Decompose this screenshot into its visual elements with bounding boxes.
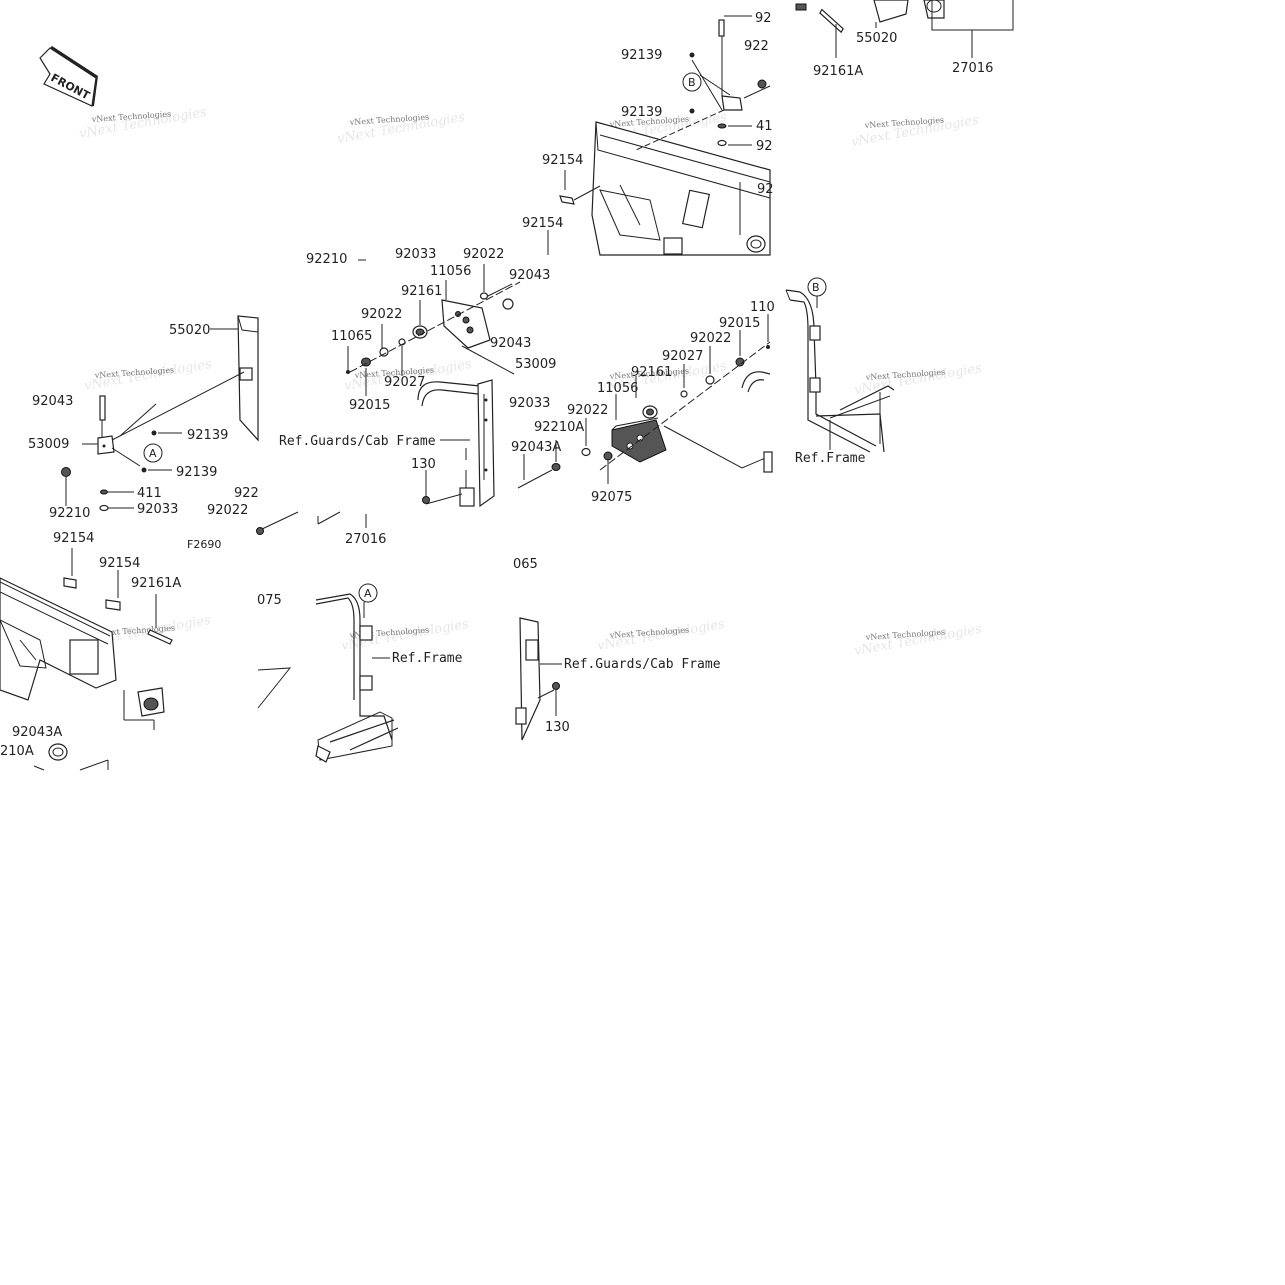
part-label: 92043 [509,268,550,283]
part-label: 075 [257,593,282,608]
part-label: 55020 [169,323,210,338]
part-label: 27016 [345,532,386,547]
ref-guards-cab-frame: Ref.Guards/Cab Frame [564,657,721,672]
part-label: 11065 [331,329,372,344]
ref-guards-cab-frame: Ref.Guards/Cab Frame [279,434,436,449]
part-label: 922 [234,486,259,501]
part-label: 065 [513,557,538,572]
tailgate-assembly-top: B [547,0,1014,256]
part-label: 92033 [509,396,550,411]
marker-b: B [688,76,696,89]
part-labels: 92139 92139 92 922 41 92 92 92161A 55020… [0,11,993,759]
figure-code: F2690 [187,538,221,551]
part-label: 53009 [28,437,69,452]
part-label: 92015 [349,398,390,413]
part-label: 92210A [534,420,584,435]
part-label: 92139 [176,465,217,480]
frame-b: B [785,277,895,453]
part-label: 11056 [597,381,638,396]
part-label: 92161A [813,64,863,79]
part-label: 92022 [690,331,731,346]
part-label: 92022 [567,403,608,418]
part-label: 92154 [542,153,583,168]
part-label: 92043A [12,725,62,740]
part-label: 92161 [631,365,672,380]
reference-labels: Ref.Guards/Cab Frame Ref.Guards/Cab Fram… [279,434,866,672]
part-label: 210A [0,744,34,759]
part-label: 92022 [361,307,402,322]
part-label: 92154 [53,531,94,546]
part-label: 92043 [32,394,73,409]
part-label: 92015 [719,316,760,331]
part-label: 130 [411,457,436,472]
part-label: 92139 [187,428,228,443]
part-label: 92022 [463,247,504,262]
part-label: 92 [755,11,772,26]
part-label: 92043 [490,336,531,351]
part-label: 92210 [49,506,90,521]
part-label: 92033 [395,247,436,262]
part-label: 41 [756,119,773,134]
part-label: 92022 [207,503,248,518]
part-label: 92161 [401,284,442,299]
part-label: 92154 [99,556,140,571]
front-arrow-icon: FRONT [39,46,98,107]
hinge-assembly-right [599,314,773,484]
part-label: 92027 [384,375,425,390]
frame-a: A [257,583,399,763]
part-label: 92 [757,182,774,197]
part-label: 92161A [131,576,181,591]
part-label: 92043A [511,440,561,455]
tailgate-assembly-bottom [0,548,173,771]
part-label: 55020 [856,31,897,46]
part-label: 92154 [522,216,563,231]
part-label: 92033 [137,502,178,517]
part-label: 92075 [591,490,632,505]
part-label: 411 [137,486,162,501]
hinge-assembly-left: A [61,315,367,535]
part-label: 92027 [662,349,703,364]
part-label: 130 [545,720,570,735]
part-label: 53009 [515,357,556,372]
part-label: 922 [744,39,769,54]
watermarks: vNext Technologies vNext Technologies vN… [78,105,983,659]
ref-frame: Ref.Frame [795,451,866,466]
part-label: 110 [750,300,775,315]
marker-a: A [364,587,372,600]
guard-bar-lower [515,617,562,741]
part-label: 11056 [430,264,471,279]
part-label: 27016 [952,61,993,76]
marker-b: B [812,281,820,294]
part-label: 92210 [306,252,347,267]
part-label: 92139 [621,48,662,63]
ref-frame: Ref.Frame [392,651,463,666]
part-label: 92 [756,139,773,154]
part-label: 92139 [621,105,662,120]
marker-a: A [149,447,157,460]
hinge-assembly-middle [346,259,591,508]
